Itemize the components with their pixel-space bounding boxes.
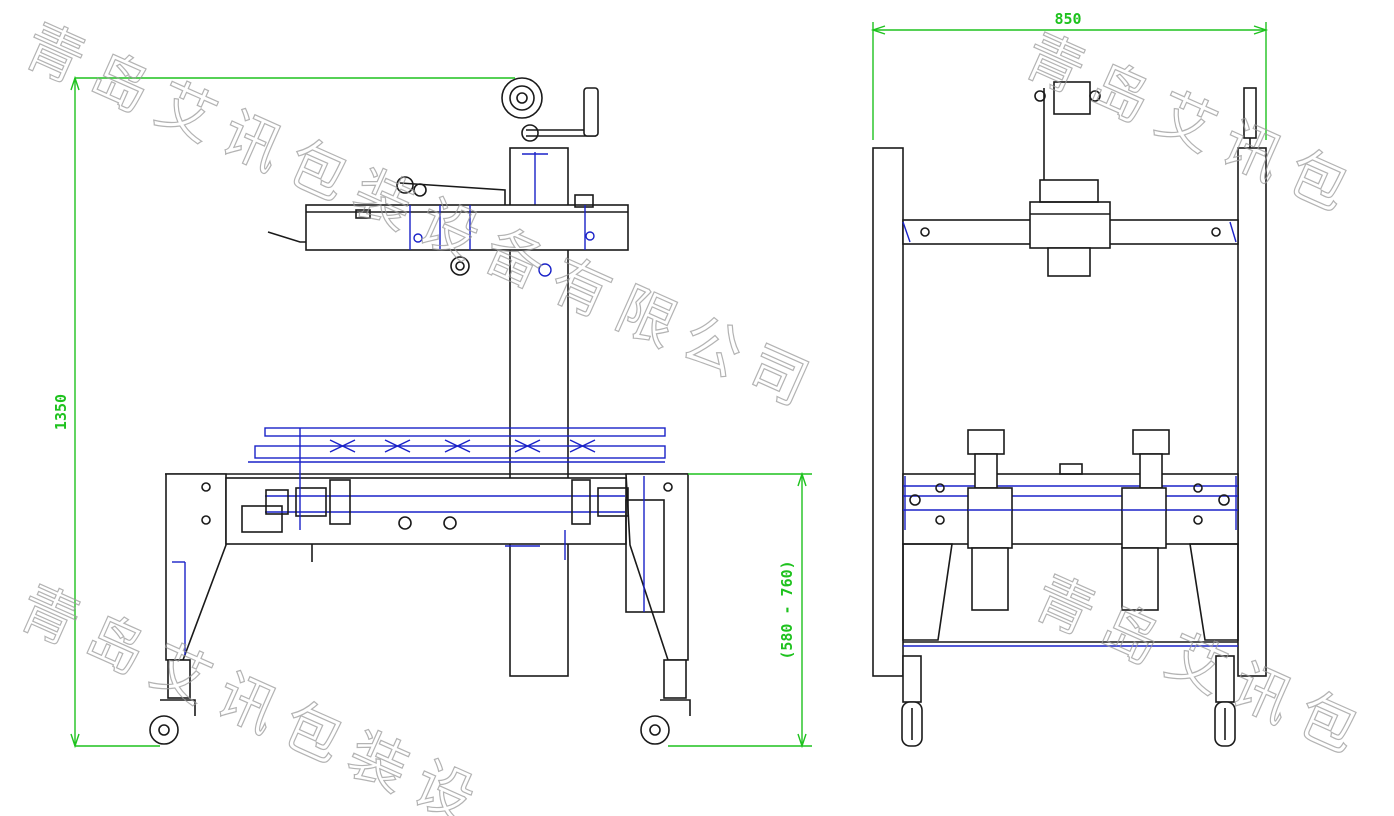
watermark-text-bottom-left: 青岛艾讯包装设 (9, 573, 497, 816)
side-view: 1350 (580 - 760) (52, 75, 812, 749)
front-view: 850 (870, 10, 1269, 747)
front-leg-left (902, 655, 922, 703)
watermark-text-top: 青岛艾讯包装设备有限公司 (14, 11, 831, 425)
dimension-total-height: 1350 (52, 75, 515, 749)
front-motor-left (967, 429, 1013, 611)
watermark: 青岛艾讯包装设备有限公司 青岛艾讯包 青岛艾讯包装设 青岛艾讯包 (9, 10, 1382, 816)
dimension-table-height: (580 - 760) (668, 471, 812, 749)
dimension-width: 850 (870, 10, 1269, 140)
top-sealing-head (267, 176, 629, 277)
side-table-frame (165, 428, 689, 661)
side-leg-right (660, 659, 691, 716)
watermark-text-top-right: 青岛艾讯包 (1014, 21, 1371, 230)
caster-wheel-icon (640, 715, 670, 745)
front-table (902, 463, 1239, 647)
front-motor-right (1121, 429, 1170, 611)
dimension-label-width: 850 (1054, 10, 1081, 28)
caster-wheel-icon (901, 701, 923, 747)
tape-roll-icon (501, 77, 543, 119)
front-sealing-head (1029, 81, 1111, 277)
watermark-text-bottom-right: 青岛艾讯包 (1024, 563, 1381, 772)
caster-wheel-icon (149, 715, 179, 745)
dimension-label-table-height: (580 - 760) (778, 560, 796, 659)
side-conveyor-rollers (248, 427, 666, 463)
crank-handle-icon (521, 87, 599, 142)
side-leg-left (160, 659, 196, 716)
caster-wheel-icon (1214, 701, 1236, 747)
dimension-label-total-height: 1350 (52, 394, 70, 430)
front-crank-handle-icon (1243, 87, 1257, 148)
front-upright-right (1237, 147, 1267, 677)
front-upright-left (872, 147, 904, 677)
